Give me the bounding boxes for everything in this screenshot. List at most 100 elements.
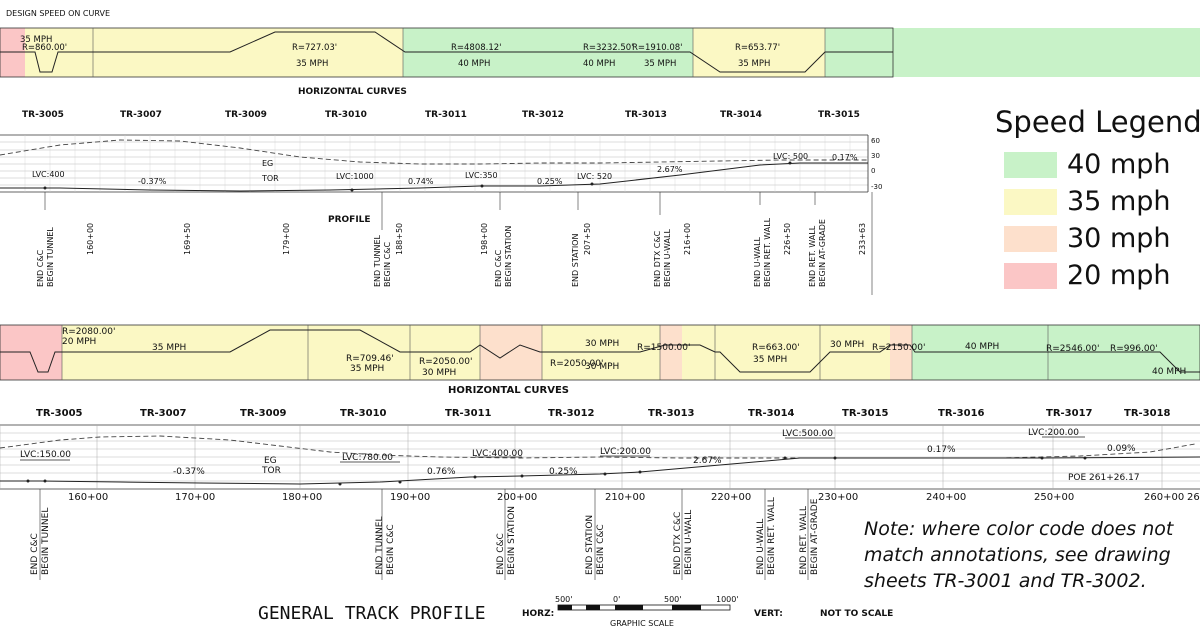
scale-tick: 500': [555, 595, 572, 604]
top-station: 207+50: [583, 223, 592, 255]
top-profile-label: LVC:400: [32, 170, 65, 179]
bottom-band-seg-3: [480, 325, 542, 380]
top-profile-label: LVC: 520: [577, 172, 612, 181]
top-station: 216+00: [683, 223, 692, 255]
top-curve-label: 35 MPH: [644, 59, 676, 69]
bottom-callout: END TUNNEL: [375, 517, 385, 575]
note-line: sheets TR-3001 and TR-3002.: [864, 570, 1147, 592]
scale-tick: 0': [613, 595, 620, 604]
bottom-station: 180+00: [282, 492, 322, 503]
bottom-curve-label: 40 MPH: [1152, 367, 1186, 377]
top-profile-label: TOR: [261, 174, 279, 183]
top-station: 226+50: [783, 223, 792, 255]
bottom-lvc-brackets: [20, 436, 1085, 463]
bottom-curve-label: 35 MPH: [753, 355, 787, 365]
top-sheet-number: TR-3005: [22, 110, 64, 120]
bottom-profile-label: LVC:200.00: [600, 447, 651, 457]
legend-item-20: 20 mph: [995, 257, 1200, 294]
bottom-station: 170+00: [175, 492, 215, 503]
bottom-sheet-number: TR-3017: [1046, 408, 1093, 419]
elevation-tick: 60: [871, 137, 880, 145]
top-existing-ground: [0, 139, 868, 165]
scale-ticks: 500' 0' 500' 1000': [555, 595, 739, 604]
top-curve-label: 35 MPH: [20, 35, 52, 45]
top-profile-grid: [0, 134, 869, 193]
bottom-curve-label: R=2050.00': [550, 359, 604, 369]
bottom-curve-label: 30 MPH: [830, 340, 864, 350]
top-alignment-line: [0, 31, 893, 73]
bottom-section-label: HORIZONTAL CURVES: [448, 385, 569, 396]
bottom-station: 240+00: [926, 492, 966, 503]
legend-swatch: [1004, 225, 1057, 252]
top-track-profile: [0, 162, 868, 192]
bottom-profile-label: LVC:400.00: [472, 449, 523, 459]
top-callout: BEGIN U-WALL: [663, 229, 672, 287]
legend-swatch: [1004, 262, 1057, 289]
horz-label: HORZ:: [522, 609, 554, 619]
bottom-track-profile: [0, 456, 1200, 485]
legend-item-40: 40 mph: [995, 146, 1200, 183]
bottom-callout: END STATION: [585, 515, 595, 575]
top-curve-label: R=727.03': [292, 43, 337, 53]
bottom-callout: BEGIN C&C: [596, 524, 606, 575]
top-profile-label: 0.74%: [408, 177, 434, 186]
top-pvi-markers: [43, 161, 792, 192]
bottom-profile-label: POE 261+26.17: [1068, 473, 1140, 483]
top-callout: BEGIN RET. WALL: [763, 217, 772, 287]
top-curves-band: [0, 27, 1200, 78]
bottom-band-frame: [0, 324, 1200, 381]
bottom-alignment-line: [0, 329, 1200, 373]
bottom-callout: END DTX C&C: [673, 512, 683, 575]
bottom-station: 220+00: [711, 492, 751, 503]
bottom-curve-label: 35 MPH: [152, 343, 186, 353]
bottom-sheet-number: TR-3009: [240, 408, 287, 419]
top-station: 188+50: [395, 223, 404, 255]
legend-item-30: 30 mph: [995, 220, 1200, 257]
top-profile-label: LVC:350: [465, 171, 498, 180]
color-code-note: Note: where color code does not match an…: [864, 516, 1200, 594]
bottom-callout: BEGIN U-WALL: [684, 510, 694, 575]
legend-title: Speed Legend: [995, 105, 1200, 139]
legend-label: 20 mph: [1067, 260, 1171, 291]
top-profile-label: EG: [262, 159, 273, 168]
elevation-tick: -30: [871, 183, 882, 191]
top-callout: BEGIN AT-GRADE: [818, 219, 827, 287]
bottom-profile-label: LVC:500.00: [782, 429, 833, 439]
bottom-curves-band: [0, 324, 1200, 381]
bottom-sheet-number: TR-3016: [938, 408, 985, 419]
bottom-callout: BEGIN RET. WALL: [767, 497, 777, 575]
top-curve-label: R=4808.12': [451, 43, 502, 53]
note-line: Note: where color code does not: [864, 518, 1174, 540]
bottom-station: 230+00: [818, 492, 858, 503]
graphic-scale-label: GRAPHIC SCALE: [610, 619, 674, 628]
top-callout-leaders: [44, 192, 873, 295]
top-callouts: END C&C BEGIN TUNNEL END TUNNEL BEGIN C&…: [36, 217, 827, 287]
graphic-scale-bar: [557, 604, 731, 611]
scale-tick: 1000': [716, 595, 739, 604]
bottom-curve-label: R=1500.00': [637, 343, 691, 353]
bottom-band-seg-5: [660, 325, 682, 380]
top-sheet-number: TR-3011: [425, 110, 467, 120]
top-sheet-number: TR-3012: [522, 110, 564, 120]
top-curve-label: 40 MPH: [458, 59, 490, 69]
bottom-curve-label: 40 MPH: [965, 342, 999, 352]
bottom-band-seg-7: [890, 325, 912, 380]
bottom-curve-label: 35 MPH: [350, 364, 384, 374]
bottom-curve-label: R=2150.00': [872, 343, 926, 353]
bottom-profile-label: LVC:150.00: [20, 450, 71, 460]
bottom-profile-label: 0.25%: [549, 467, 578, 477]
bottom-sheet-number: TR-3013: [648, 408, 695, 419]
bottom-sheet-number: TR-3014: [748, 408, 795, 419]
bottom-sheet-numbers: TR-3005 TR-3007 TR-3009 TR-3010 TR-3011 …: [36, 408, 1171, 419]
top-callout: END RET. WALL: [808, 225, 817, 287]
header-note: DESIGN SPEED ON CURVE: [6, 9, 110, 18]
top-callout: END C&C: [494, 249, 503, 287]
top-station: 160+00: [86, 223, 95, 255]
bottom-sheet-number: TR-3012: [548, 408, 595, 419]
top-profile-label: LVC:1000: [336, 172, 374, 181]
legend-label: 35 mph: [1067, 186, 1171, 217]
top-profile-label: 2.67%: [657, 165, 683, 174]
bottom-curve-label: R=2080.00': [62, 327, 116, 337]
bottom-station: 26: [1187, 492, 1200, 503]
